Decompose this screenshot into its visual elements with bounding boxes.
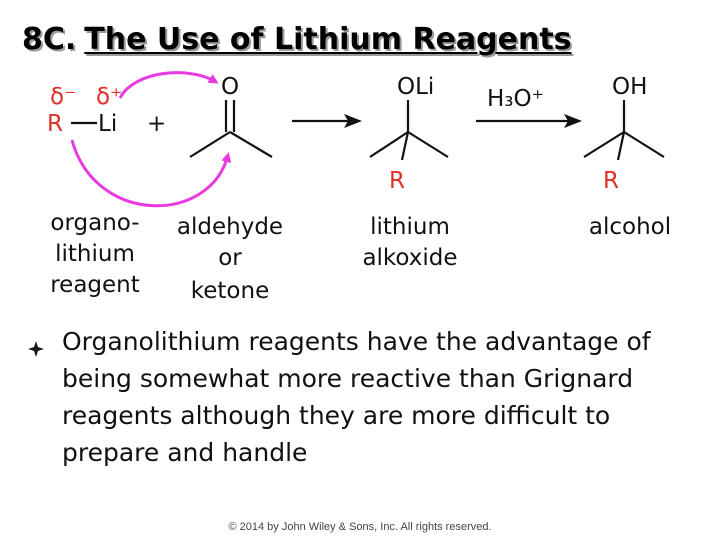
alkoxide-r-label: R: [389, 168, 405, 194]
alcohol-r-bond: [616, 131, 626, 161]
label-organolithium-line1: organo-: [50, 210, 139, 236]
label-alcohol: alcohol: [589, 214, 671, 240]
alcohol-oh-label: OH: [612, 74, 647, 100]
bullet-paragraph: Organolithium reagents have the advantag…: [62, 327, 651, 467]
slide-title: 8C.The Use of Lithium Reagents: [22, 22, 572, 57]
reaction-arrow-1-head: [344, 114, 362, 128]
label-carbonyl-line2: or: [218, 245, 242, 271]
reaction-scheme: δ⁻ δ⁺ R Li + O OLi R H₃O⁺ OH: [47, 71, 671, 304]
alcohol-r-label: R: [603, 168, 619, 194]
alcohol-left-bond: [583, 131, 625, 158]
carbonyl-left-bond: [189, 131, 231, 158]
carbonyl-right-bond: [229, 131, 273, 158]
copyright-footer: © 2014 by John Wiley & Sons, Inc. All ri…: [228, 521, 492, 533]
label-organolithium-line2: lithium: [55, 241, 135, 267]
reaction-arrow-2-head: [564, 114, 582, 128]
label-carbonyl-line3: ketone: [191, 278, 269, 304]
delta-plus-label: δ⁺: [96, 84, 122, 110]
electron-arrow-r-to-c: [70, 139, 232, 208]
reagent-r-label: R: [47, 111, 63, 137]
label-alkoxide-line2: alkoxide: [362, 245, 457, 271]
delta-minus-label: δ⁻: [50, 84, 76, 110]
diamond-bullet-icon: [28, 338, 50, 360]
title-text: The Use of Lithium Reagents: [84, 22, 572, 57]
alkoxide-right-bond: [407, 131, 449, 158]
alkoxide-left-bond: [369, 131, 409, 158]
hydronium-label: H₃O⁺: [487, 86, 544, 112]
section-number: 8C.: [22, 22, 77, 57]
label-carbonyl-line1: aldehyde: [177, 214, 283, 240]
alcohol-right-bond: [623, 131, 665, 158]
label-alkoxide-line1: lithium: [370, 214, 450, 240]
reagent-li-label: Li: [98, 111, 117, 137]
alkoxide-oli-label: OLi: [397, 74, 434, 100]
electron-arrow-li-to-o: [118, 71, 219, 99]
label-organolithium-line3: reagent: [50, 272, 140, 298]
carbonyl-oxygen: O: [221, 74, 239, 100]
plus-sign: +: [147, 111, 166, 137]
alkoxide-r-bond: [400, 131, 410, 161]
